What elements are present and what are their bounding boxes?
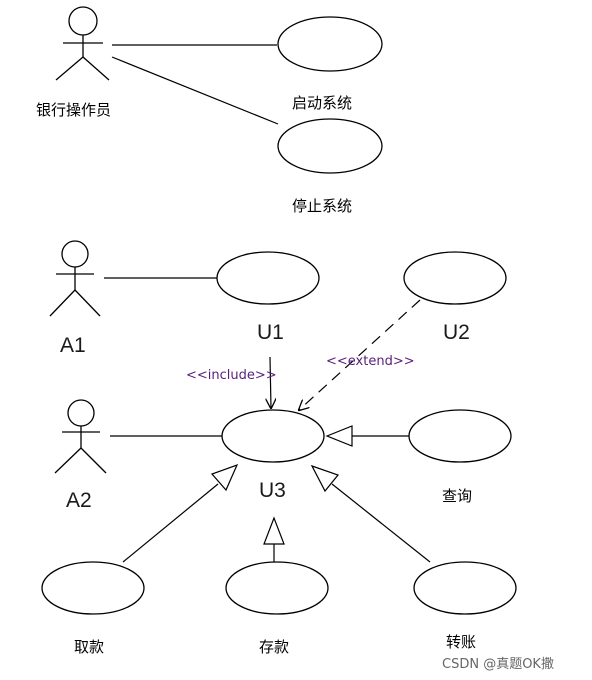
use-case-u2 — [403, 251, 507, 305]
use-case-label-stop-system: 停止系统 — [292, 197, 352, 215]
use-case-withdraw — [41, 561, 145, 615]
generalization-arrowhead — [263, 516, 285, 545]
extend-stereotype-label: <<extend>> — [326, 354, 415, 369]
use-case-query — [408, 409, 512, 463]
use-case-label-start-system: 启动系统 — [292, 94, 352, 112]
actor-head — [68, 6, 98, 36]
use-case-label-transfer: 转账 — [446, 633, 476, 651]
generalization-line — [122, 483, 219, 563]
use-case-u3 — [221, 409, 325, 463]
use-case-label-deposit: 存款 — [259, 638, 289, 656]
include-relationship — [270, 356, 271, 408]
use-case-stop-system — [277, 118, 383, 174]
actor-label-a2: A2 — [66, 489, 92, 512]
use-case-label-query: 查询 — [442, 487, 472, 505]
use-case-u1 — [216, 251, 320, 305]
actor-bank-operator — [55, 6, 110, 81]
generalization-arrowhead — [325, 425, 353, 447]
use-case-start-system — [277, 16, 383, 72]
generalization-arrowhead — [310, 464, 340, 493]
use-case-label-withdraw: 取款 — [74, 638, 104, 656]
generalization-arrowhead — [210, 463, 239, 492]
actor-label-a1: A1 — [60, 334, 86, 357]
include-stereotype-label: <<include>> — [186, 368, 277, 383]
use-case-label-u2: U2 — [443, 321, 470, 344]
generalization-line — [331, 483, 431, 563]
use-case-deposit — [225, 561, 329, 615]
watermark: CSDN @真题OK撒 — [442, 656, 554, 672]
extend-relationship — [299, 299, 421, 410]
association-line — [111, 56, 279, 125]
actor-a1 — [49, 240, 101, 317]
actor-a2 — [54, 399, 107, 474]
use-case-label-u3: U3 — [259, 479, 286, 502]
actor-head — [67, 399, 95, 427]
actor-label-bank-operator: 银行操作员 — [36, 101, 111, 119]
use-case-label-u1: U1 — [257, 321, 284, 344]
use-case-transfer — [413, 561, 517, 615]
actor-head — [61, 240, 89, 268]
